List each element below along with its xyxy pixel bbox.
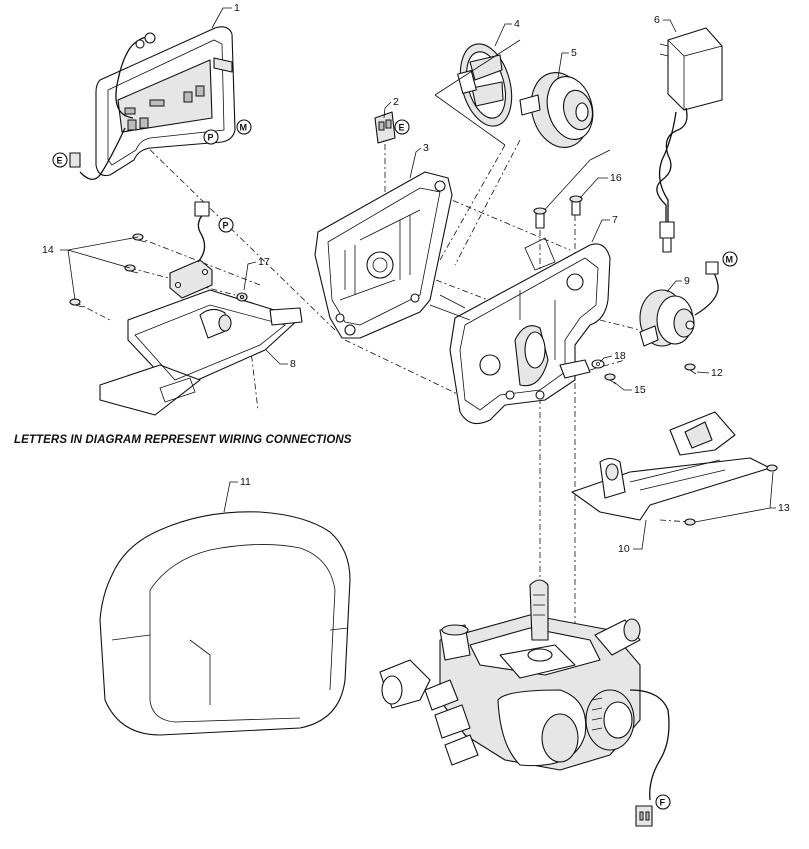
part-5-reduction-gear [519,72,594,148]
part-4-drive-gear [457,43,513,127]
svg-text:F: F [660,798,666,808]
part-13-screw-a [766,464,778,472]
label-4: 4 [514,18,520,30]
part-10-mounting-bracket [571,411,771,521]
label-16: 16 [610,172,622,184]
connector-e-housing: E [52,152,68,168]
label-13: 13 [778,502,790,514]
label-10: 10 [618,543,630,555]
valve-body [379,579,670,827]
label-7: 7 [612,214,618,226]
svg-text:E: E [399,123,405,133]
gear-group-bracket-2 [434,39,611,161]
connector-m-housing: M [236,119,252,135]
part-3-back-plate [314,171,453,339]
svg-text:E: E [57,156,63,166]
screw-16b [533,207,547,229]
svg-text:P: P [223,221,229,231]
label-2: 2 [393,96,399,108]
connector-f-valve: F [655,794,671,810]
label-17: 17 [258,256,270,268]
connector-p-board: P [218,217,234,233]
label-6: 6 [654,14,660,26]
label-18: 18 [614,350,626,362]
part-2-connector [374,111,396,144]
label-8: 8 [290,358,296,370]
part-11-cover [99,511,351,736]
leader-lines [60,7,776,550]
part-17-nut [236,292,248,302]
connector-p-housing: P [203,129,219,145]
svg-text:M: M [726,255,734,265]
part-1-control-housing [69,26,236,180]
connector-e-part2: E [394,119,410,135]
part-13-screw-b [684,518,696,526]
svg-text:M: M [240,123,248,133]
part-15-screw [604,373,617,385]
part-18-washer [591,359,605,369]
label-5: 5 [571,47,577,59]
part-6-power-adapter [656,27,723,253]
label-14: 14 [42,244,54,256]
wiring-connection-markers: E E P M P M F [52,119,738,810]
part-9-motor [639,261,719,347]
label-9: 9 [684,275,690,287]
connector-m-motor: M [722,251,738,267]
small-circuit-board [169,201,213,299]
part-14-screw-b [124,264,139,274]
label-1: 1 [234,2,240,14]
part-14-screw-a [132,233,147,243]
part-16-screw [569,195,583,216]
part-7-front-plate [429,237,611,425]
part-8-tray [99,289,303,416]
wiring-caption: LETTERS IN DIAGRAM REPRESENT WIRING CONN… [14,434,352,446]
part-12-screw [684,363,697,375]
svg-text:P: P [208,133,214,143]
gear-group-bracket [434,94,591,216]
label-15: 15 [634,384,646,396]
label-3: 3 [423,142,429,154]
label-11: 11 [240,476,251,488]
label-12: 12 [711,367,723,379]
part-14-screw-c [69,298,84,308]
part-number-labels: 1 2 3 4 5 6 7 8 9 10 11 12 13 14 15 16 1… [42,2,790,555]
